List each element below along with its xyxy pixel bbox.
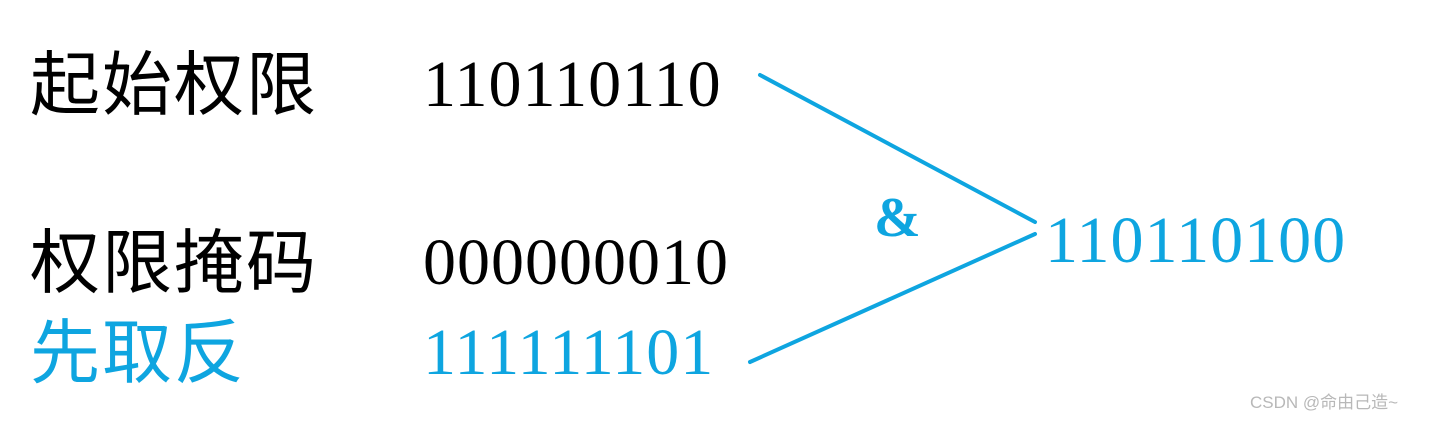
and-operator: & (874, 187, 921, 249)
initial-permission-bits: 110110110 (423, 48, 722, 121)
inverted-mask-label: 先取反 (30, 312, 246, 394)
inverted-mask-bits: 111111101 (423, 316, 715, 389)
permission-mask-label: 权限掩码 (30, 222, 318, 304)
initial-permission-label: 起始权限 (30, 44, 318, 126)
permission-mask-bits: 000000010 (423, 226, 729, 299)
result-bits: 110110100 (1045, 204, 1347, 277)
watermark: CSDN @命由己造~ (1250, 393, 1399, 412)
connector-line-bottom (748, 232, 1037, 364)
